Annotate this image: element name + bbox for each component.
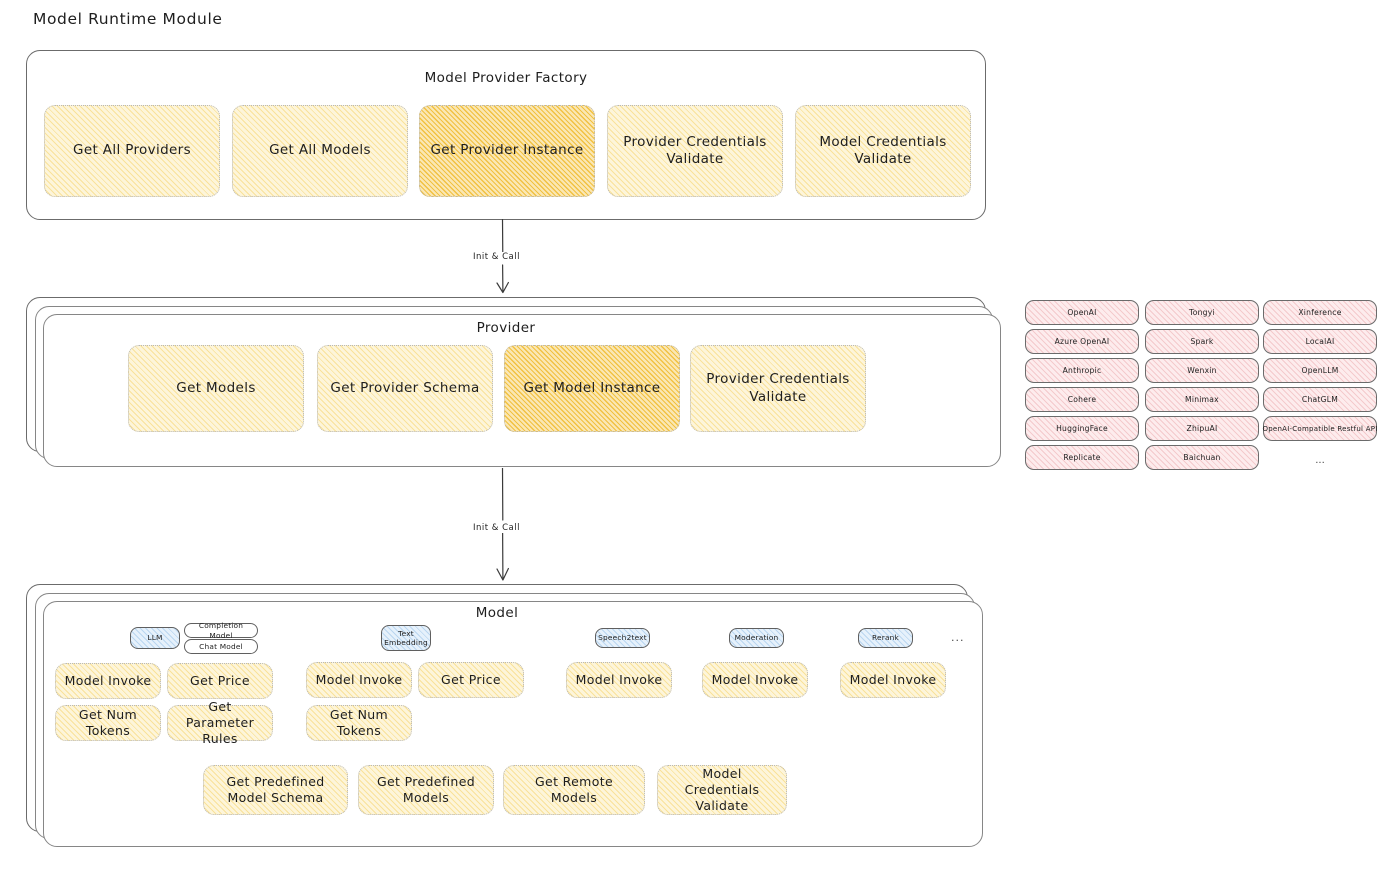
text-embedding-method-get-num-tokens[interactable]: Get Num Tokens bbox=[306, 705, 412, 741]
provider-item-provider-credentials-validate[interactable]: Provider Credentials Validate bbox=[690, 345, 866, 432]
model-subtype-badge-chat-model[interactable]: Chat Model bbox=[184, 639, 258, 654]
factory-item-provider-credentials-validate[interactable]: Provider Credentials Validate bbox=[607, 105, 783, 197]
provider-pill-azure-openai[interactable]: Azure OpenAI bbox=[1025, 329, 1139, 354]
provider-panel-title: Provider bbox=[476, 320, 536, 336]
factory-item-model-credentials-validate[interactable]: Model Credentials Validate bbox=[795, 105, 971, 197]
model-shared-method-get-remote-models[interactable]: Get Remote Models bbox=[503, 765, 645, 815]
arrow-factory-to-provider bbox=[496, 219, 509, 294]
arrow-provider-to-model bbox=[496, 468, 509, 581]
text-embedding-method-model-invoke[interactable]: Model Invoke bbox=[306, 662, 412, 698]
model-shared-method-model-credentials-validate[interactable]: Model Credentials Validate bbox=[657, 765, 787, 815]
model-type-badge-speech2text[interactable]: Speech2text bbox=[595, 628, 650, 648]
factory-item-get-all-models[interactable]: Get All Models bbox=[232, 105, 408, 197]
model-panel: Model bbox=[26, 584, 983, 847]
llm-method-get-parameter-rules[interactable]: Get Parameter Rules bbox=[167, 699, 273, 746]
provider-item-get-models[interactable]: Get Models bbox=[128, 345, 304, 432]
provider-list-ellipsis: ... bbox=[1315, 455, 1325, 466]
llm-method-get-num-tokens[interactable]: Get Num Tokens bbox=[55, 705, 161, 741]
provider-pill-replicate[interactable]: Replicate bbox=[1025, 445, 1139, 470]
provider-pill-wenxin[interactable]: Wenxin bbox=[1145, 358, 1259, 383]
model-panel-title: Model bbox=[475, 605, 519, 621]
provider-pill-localai[interactable]: LocalAI bbox=[1263, 329, 1377, 354]
factory-item-get-all-providers[interactable]: Get All Providers bbox=[44, 105, 220, 197]
provider-item-get-model-instance[interactable]: Get Model Instance bbox=[504, 345, 680, 432]
rerank-method-model-invoke[interactable]: Model Invoke bbox=[840, 662, 946, 698]
provider-pill-openai-compatible-restful-api[interactable]: OpenAI-Compatible Restful API bbox=[1262, 416, 1377, 441]
llm-method-get-price[interactable]: Get Price bbox=[167, 663, 273, 699]
factory-item-get-provider-instance[interactable]: Get Provider Instance bbox=[419, 105, 595, 197]
provider-pill-chatglm[interactable]: ChatGLM bbox=[1263, 387, 1377, 412]
diagram-title: Model Runtime Module bbox=[33, 10, 223, 28]
model-type-badge-rerank[interactable]: Rerank bbox=[858, 628, 913, 648]
model-shared-method-get-predefined-model-schema[interactable]: Get Predefined Model Schema bbox=[203, 765, 348, 815]
provider-pill-xinference[interactable]: Xinference bbox=[1263, 300, 1377, 325]
speech2text-method-model-invoke[interactable]: Model Invoke bbox=[566, 662, 672, 698]
arrow-label-init-call-1: Init & Call bbox=[470, 252, 523, 262]
provider-pill-anthropic[interactable]: Anthropic bbox=[1025, 358, 1139, 383]
llm-method-model-invoke[interactable]: Model Invoke bbox=[55, 663, 161, 699]
provider-item-get-provider-schema[interactable]: Get Provider Schema bbox=[317, 345, 493, 432]
provider-pill-spark[interactable]: Spark bbox=[1145, 329, 1259, 354]
model-type-badge-text-embedding[interactable]: Text Embedding bbox=[381, 625, 431, 651]
text-embedding-method-get-price[interactable]: Get Price bbox=[418, 662, 524, 698]
factory-panel-title: Model Provider Factory bbox=[424, 70, 588, 86]
provider-pill-huggingface[interactable]: HuggingFace bbox=[1025, 416, 1139, 441]
model-type-badge-llm[interactable]: LLM bbox=[130, 627, 180, 649]
provider-pill-minimax[interactable]: Minimax bbox=[1145, 387, 1259, 412]
provider-pill-zhipuai[interactable]: ZhipuAI bbox=[1145, 416, 1259, 441]
provider-pill-openllm[interactable]: OpenLLM bbox=[1263, 358, 1377, 383]
model-type-badge-moderation[interactable]: Moderation bbox=[729, 628, 784, 648]
provider-pill-openai[interactable]: OpenAI bbox=[1025, 300, 1139, 325]
model-shared-method-get-predefined-models[interactable]: Get Predefined Models bbox=[358, 765, 494, 815]
provider-pill-tongyi[interactable]: Tongyi bbox=[1145, 300, 1259, 325]
moderation-method-model-invoke[interactable]: Model Invoke bbox=[702, 662, 808, 698]
model-types-ellipsis: ... bbox=[951, 631, 965, 644]
provider-pill-baichuan[interactable]: Baichuan bbox=[1145, 445, 1259, 470]
arrow-label-init-call-2: Init & Call bbox=[470, 523, 523, 533]
model-subtype-badge-completion-model[interactable]: Completion Model bbox=[184, 621, 258, 640]
provider-pill-cohere[interactable]: Cohere bbox=[1025, 387, 1139, 412]
